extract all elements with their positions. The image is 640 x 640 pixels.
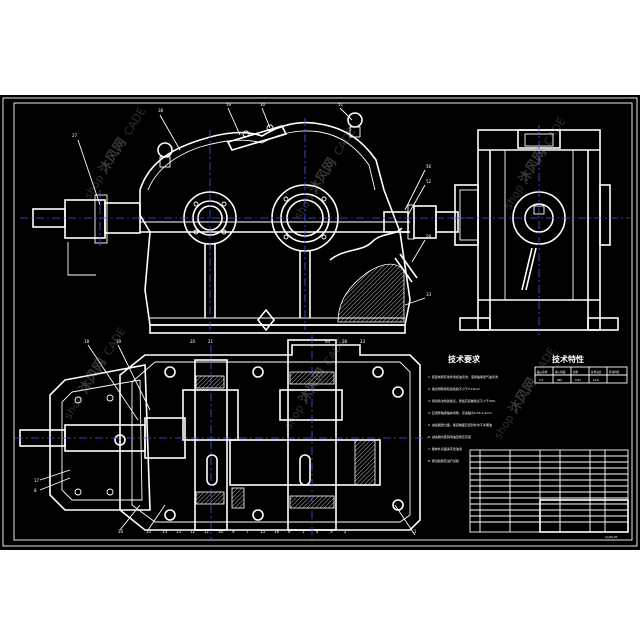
side-view bbox=[450, 125, 630, 335]
callout-label: 18 bbox=[84, 339, 90, 344]
callout-label: 5 bbox=[302, 529, 305, 534]
callout-label: 17 bbox=[34, 478, 40, 483]
callouts: 38 27 59 30 51 56 52 29 33 18 17 8 21 20… bbox=[34, 102, 432, 534]
callout-label: 59 bbox=[226, 102, 232, 107]
callout-label: 64 bbox=[325, 339, 331, 344]
requirement-line: 2. 啮合侧隙用铅丝检验不小于0.16mm bbox=[428, 386, 480, 391]
callout-label: 13 bbox=[176, 529, 182, 534]
requirement-line: 4. 应调整轴承轴向间隙，高速轴为0.05-0.1mm bbox=[428, 410, 492, 415]
drawing-number: CJ-JSQ-00 bbox=[605, 535, 618, 539]
callout-label: 35 bbox=[146, 529, 152, 534]
callout-label: 20 bbox=[190, 339, 196, 344]
callout-label: 10 bbox=[218, 529, 224, 534]
callout-label: 38 bbox=[158, 108, 164, 113]
technical-requirements: 技术要求 1. 装配前所有零件用煤油清洗，滚动轴承用汽油清洗 2. 啮合侧隙用铅… bbox=[428, 354, 498, 463]
requirement-line: 5. 减速器剖分面、各接触面及密封处均不许漏油 bbox=[428, 422, 492, 427]
technical-characteristics: 技术特性 输入功率 输入转速 效率 总传动比 传动特性 4.5 960 0.93… bbox=[534, 354, 628, 384]
callout-label: 30 bbox=[260, 102, 266, 107]
callout-label: 23 bbox=[360, 339, 366, 344]
leader-lines bbox=[39, 107, 426, 536]
callout-label: 19 bbox=[116, 339, 122, 344]
callout-label: 15 bbox=[260, 529, 266, 534]
requirement-line: 3. 用涂色法检验斑点，按齿高接触斑点不小于40% bbox=[428, 398, 496, 403]
front-view bbox=[20, 112, 470, 334]
drawing-frame-outer bbox=[2, 97, 638, 547]
flange-bolts bbox=[74, 366, 404, 521]
requirement-line: 1. 装配前所有零件用煤油清洗，滚动轴承用汽油清洗 bbox=[428, 374, 498, 379]
callout-label: 4 bbox=[316, 529, 319, 534]
callout-label: 12 bbox=[190, 529, 196, 534]
callout-label: 1 bbox=[414, 529, 417, 534]
characteristics-value: 19.6 bbox=[593, 378, 599, 382]
callout-label: 8 bbox=[34, 488, 37, 493]
plan-view bbox=[15, 335, 430, 540]
characteristics-header: 总传动比 bbox=[591, 370, 602, 374]
requirement-line: 7. 箱体外表面涂灰色油漆 bbox=[428, 446, 462, 451]
requirement-line: 8. 按试验规范进行试验 bbox=[428, 458, 459, 463]
callout-label: 7 bbox=[246, 529, 249, 534]
callout-label: 6 bbox=[288, 529, 291, 534]
requirements-title: 技术要求 bbox=[448, 354, 481, 364]
characteristics-header: 传动特性 bbox=[609, 370, 620, 374]
callout-label: 27 bbox=[72, 133, 78, 138]
characteristics-header: 效率 bbox=[573, 370, 579, 374]
callout-label: 52 bbox=[426, 179, 432, 184]
characteristics-header: 输入转速 bbox=[555, 370, 566, 374]
callout-label: 9 bbox=[232, 529, 235, 534]
characteristics-value: 0.93 bbox=[575, 378, 581, 382]
callout-label: 16 bbox=[274, 529, 280, 534]
callout-label: 33 bbox=[426, 292, 432, 297]
characteristics-header: 输入功率 bbox=[537, 370, 548, 374]
drawing-frame-inner bbox=[13, 102, 633, 541]
callout-label: 29 bbox=[426, 234, 432, 239]
characteristics-value: 4.5 bbox=[539, 378, 543, 382]
characteristics-title: 技术特性 bbox=[552, 354, 584, 364]
callout-label: 51 bbox=[338, 102, 344, 107]
callout-label: 34 bbox=[118, 529, 124, 534]
callout-label: 56 bbox=[426, 164, 432, 169]
requirement-line: 6. 减速器内装润滑油至规定高度 bbox=[428, 434, 471, 439]
callout-label: 2 bbox=[344, 529, 347, 534]
parts-list: CJ-JSQ-00 bbox=[469, 449, 629, 539]
characteristics-value: 960 bbox=[557, 378, 562, 382]
callout-label: 14 bbox=[162, 529, 168, 534]
callout-label: 3 bbox=[330, 529, 333, 534]
callout-label: 21 bbox=[208, 339, 214, 344]
callout-label: 11 bbox=[204, 529, 210, 534]
drawing-sheet bbox=[0, 95, 640, 550]
callout-label: 28 bbox=[342, 339, 348, 344]
